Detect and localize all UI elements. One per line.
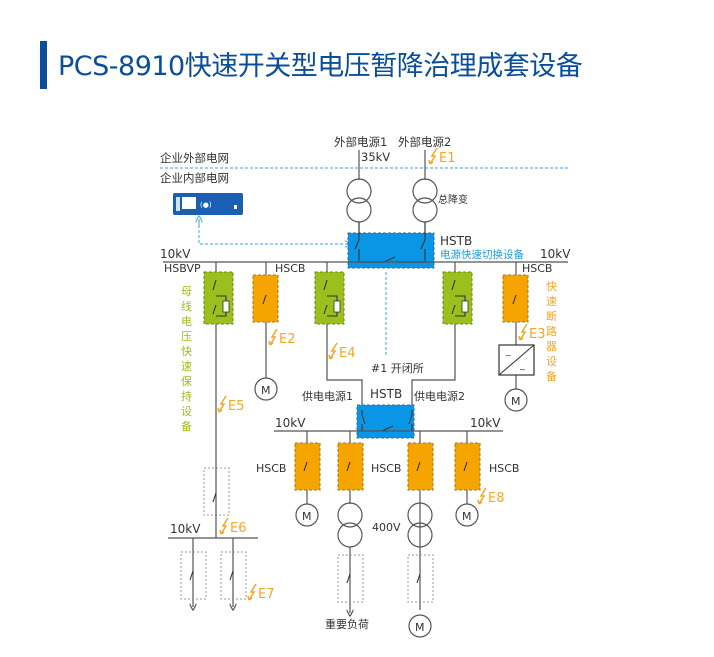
fault-e5: E5 <box>228 399 245 414</box>
fault-bolt-icon <box>518 323 528 341</box>
substation-hscb-label-3: HSCB <box>489 462 519 475</box>
transformer-400v-1 <box>337 502 363 548</box>
main-hstb-desc: 电源快速切换设备 <box>440 248 524 261</box>
title-accent-bar <box>40 41 47 89</box>
fault-bolt-icon <box>247 583 257 601</box>
transformer-1 <box>346 178 372 223</box>
hscb-right-label: HSCB <box>522 262 552 275</box>
breaker-switch <box>463 461 468 472</box>
outgoing-breaker-box-2 <box>220 551 247 600</box>
motor-label: M <box>511 395 521 408</box>
motor-label: M <box>302 510 312 523</box>
voltage-400v-label: 400V <box>372 521 401 534</box>
lower-bus-voltage: 10kV <box>170 522 201 536</box>
breaker-switch <box>512 294 517 305</box>
fault-e6: E6 <box>230 521 247 536</box>
fault-e8: E8 <box>488 491 505 506</box>
substation-hstb-box <box>356 404 415 439</box>
substation-left-voltage: 10kV <box>275 416 306 430</box>
important-load-label: 重要负荷 <box>325 617 369 631</box>
hscb-box <box>294 442 321 491</box>
hscb-box <box>252 274 279 323</box>
motor-icon <box>254 377 278 401</box>
converter-diagonal <box>498 344 535 376</box>
motor-icon <box>408 614 432 638</box>
hsbvp-label: HSBVP <box>164 262 201 275</box>
fault-e4: E4 <box>339 346 356 361</box>
fault-bolt-icon <box>268 328 278 346</box>
main-hstb-label: HSTB <box>440 234 472 248</box>
breaker-switch <box>416 573 421 584</box>
ac-symbol: ~ <box>505 351 512 360</box>
substation-right-voltage: 10kV <box>470 416 501 430</box>
hscb-box <box>337 442 364 491</box>
lv-breaker-box <box>407 554 434 603</box>
comm-link-device-hstb <box>198 220 348 244</box>
motor-label: M <box>415 621 425 634</box>
hsbvp-box-mid <box>314 271 345 325</box>
breaker-switch <box>416 461 421 472</box>
fault-bolt-icon <box>428 147 438 165</box>
voltage-35kv-label: 35kV <box>361 150 390 164</box>
main-hstb-box <box>347 232 435 269</box>
fault-bolt-icon <box>217 395 227 413</box>
supply1-label: 供电电源1 <box>302 389 353 403</box>
motor-icon <box>455 503 479 527</box>
motor-icon <box>504 388 528 412</box>
breaker-switch <box>262 294 267 305</box>
motor-label: M <box>261 384 271 397</box>
resistor-icon <box>333 300 341 313</box>
svg-text:(●): (●) <box>200 201 212 209</box>
lv-breaker-box <box>337 554 364 603</box>
resistor-icon <box>222 300 230 313</box>
hsbvp-box-right <box>442 271 473 325</box>
transformer-2 <box>412 178 438 223</box>
breaker-switch <box>346 573 351 584</box>
fault-e3: E3 <box>529 327 546 342</box>
control-device-icon: (●) <box>173 193 243 215</box>
hscb-box <box>502 274 529 323</box>
motor-icon <box>295 503 319 527</box>
fault-e2: E2 <box>279 332 296 347</box>
fault-e7: E7 <box>258 587 275 602</box>
transformer-400v-2 <box>407 502 433 548</box>
substation-hscb-label-2: HSCB <box>371 462 401 475</box>
breaker-switch <box>212 492 217 503</box>
fault-bolt-icon <box>328 342 338 360</box>
external-grid-label: 企业外部电网 <box>160 151 229 165</box>
internal-grid-label: 企业内部电网 <box>160 171 229 185</box>
ac-symbol: ~ <box>519 365 526 374</box>
resistor-icon <box>461 300 469 313</box>
hscb-left-label: HSCB <box>275 262 305 275</box>
hscb-desc: 快速断路器设备 <box>546 280 557 383</box>
substation-name: #1 开闭所 <box>371 362 424 375</box>
main-transformer-label: 总降变 <box>438 193 468 206</box>
substation-hscb-label-1: HSCB <box>256 462 286 475</box>
supply2-label: 供电电源2 <box>414 389 465 403</box>
source2-label: 外部电源2 <box>398 135 451 149</box>
main-bus-right-voltage: 10kV <box>540 247 571 261</box>
hscb-box <box>454 442 481 491</box>
hsbvp-box-left <box>203 271 234 325</box>
hsbvp-desc: 母线电压快速保持设备 <box>181 285 192 433</box>
fault-bolt-icon <box>219 517 229 535</box>
main-bus-left-voltage: 10kV <box>160 247 191 261</box>
outgoing-breaker-box-1 <box>180 551 207 600</box>
substation-hstb-label: HSTB <box>370 387 402 401</box>
breaker-switch <box>189 570 194 581</box>
breaker-switch <box>346 461 351 472</box>
hscb-box <box>407 442 434 491</box>
breaker-switch <box>229 570 234 581</box>
page-title: PCS-8910快速开关型电压暂降治理成套设备 <box>58 51 583 82</box>
fault-e1: E1 <box>439 151 456 166</box>
breaker-switch <box>303 461 308 472</box>
source1-label: 外部电源1 <box>334 135 387 149</box>
motor-label: M <box>462 510 472 523</box>
